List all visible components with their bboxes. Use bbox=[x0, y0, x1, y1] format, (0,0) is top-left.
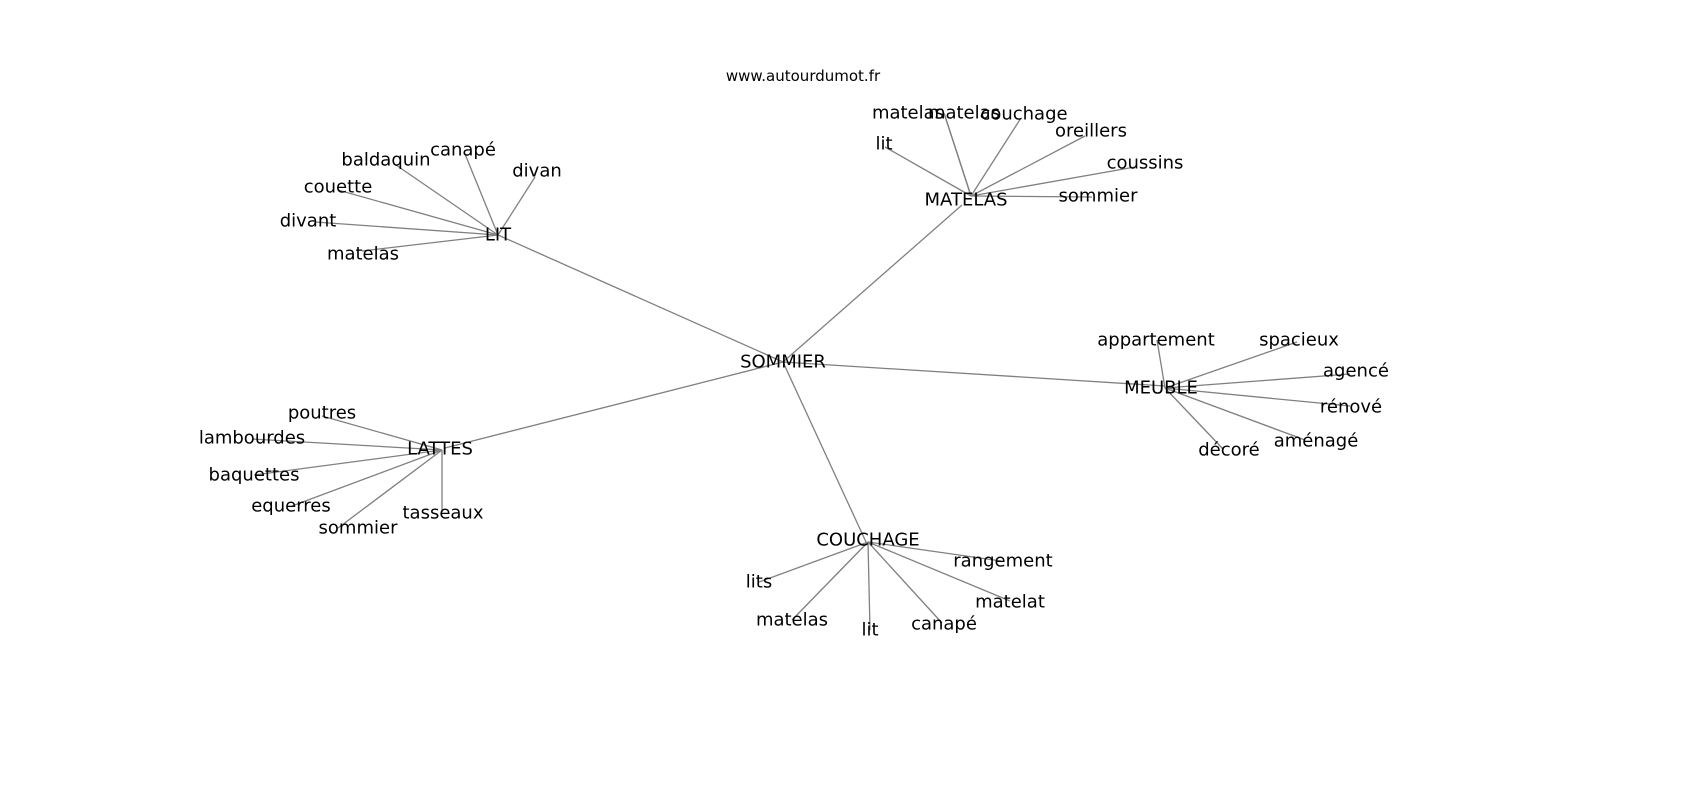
leaf-node: matelas bbox=[928, 103, 1000, 124]
edge-hub-leaf bbox=[1164, 341, 1298, 389]
edge-root-hub bbox=[497, 234, 784, 363]
edge-hub-leaf bbox=[464, 153, 499, 236]
edge-hub-leaf bbox=[970, 166, 1136, 197]
leaf-node: tasseaux bbox=[402, 503, 483, 524]
leaf-node: matelas bbox=[756, 610, 828, 631]
edge-root-hub bbox=[782, 204, 963, 363]
leaf-node: canapé bbox=[430, 140, 496, 161]
leaf-node: couchage bbox=[980, 104, 1067, 125]
edge-hub-leaf bbox=[970, 195, 1093, 198]
leaf-node: canapé bbox=[911, 614, 977, 635]
hub-node: LATTES bbox=[407, 439, 473, 460]
edge-hub-leaf bbox=[314, 221, 499, 236]
leaf-node: couette bbox=[304, 177, 373, 198]
leaf-node: agencé bbox=[1323, 361, 1389, 382]
leaf-node: lambourdes bbox=[199, 428, 305, 449]
leaf-node: matelat bbox=[975, 592, 1045, 613]
edge-hub-leaf bbox=[867, 541, 1002, 562]
edge-hub-leaf bbox=[1164, 387, 1224, 450]
edge-hub-leaf bbox=[337, 449, 443, 529]
edge-hub-leaf bbox=[970, 135, 1086, 197]
leaf-node: lits bbox=[746, 572, 772, 593]
hub-node: COUCHAGE bbox=[816, 530, 919, 551]
edge-hub-leaf bbox=[1164, 387, 1351, 407]
edge-hub-leaf bbox=[395, 164, 499, 236]
edge-hub-leaf bbox=[1156, 339, 1166, 389]
edge-hub-leaf bbox=[251, 438, 443, 451]
leaf-node: divan bbox=[512, 161, 562, 182]
leaf-node: appartement bbox=[1097, 330, 1215, 351]
leaf-node: baquettes bbox=[209, 465, 300, 486]
edge-hub-leaf bbox=[867, 541, 871, 631]
edge-hub-leaf bbox=[867, 541, 943, 624]
leaf-node: sommier bbox=[1059, 186, 1139, 207]
edge-hub-leaf bbox=[791, 541, 869, 621]
edge-hub-leaf bbox=[361, 234, 499, 252]
edge-root-hub bbox=[444, 361, 784, 449]
leaf-node: sommier bbox=[319, 518, 399, 539]
edge-hub-leaf bbox=[337, 189, 499, 236]
edge-hub-leaf bbox=[758, 541, 869, 583]
leaf-node: poutres bbox=[288, 403, 356, 424]
hub-node: LIT bbox=[485, 225, 512, 246]
leaf-node: oreillers bbox=[1055, 121, 1127, 142]
edge-hub-leaf bbox=[1164, 373, 1351, 389]
hub-node: MEUBLE bbox=[1124, 378, 1198, 399]
leaf-node: rangement bbox=[953, 551, 1052, 572]
hub-node: MATELAS bbox=[925, 190, 1008, 211]
leaf-node: equerres bbox=[251, 496, 331, 517]
leaf-node: divant bbox=[280, 211, 337, 232]
edge-hub-leaf bbox=[497, 176, 536, 236]
edge-hub-leaf bbox=[291, 449, 443, 507]
leaf-node: coussins bbox=[1107, 153, 1184, 174]
leaf-node: lit bbox=[861, 620, 878, 641]
edge-hub-leaf bbox=[884, 146, 972, 197]
leaf-node: spacieux bbox=[1259, 330, 1339, 351]
site-title: www.autourdumot.fr bbox=[726, 67, 881, 85]
edge-hub-leaf bbox=[943, 112, 972, 197]
edge-hub-leaf bbox=[970, 117, 1022, 197]
leaf-node: matelas bbox=[872, 103, 944, 124]
edge-hub-leaf bbox=[253, 449, 443, 476]
edge-hub-leaf bbox=[1164, 387, 1306, 441]
leaf-node: lit bbox=[875, 134, 892, 155]
edge-root-hub bbox=[782, 361, 1166, 387]
edge-hub-leaf bbox=[867, 541, 1011, 602]
edges bbox=[251, 112, 1351, 631]
leaf-node: baldaquin bbox=[341, 150, 430, 171]
edge-hub-leaf bbox=[321, 415, 443, 451]
leaf-node: rénové bbox=[1320, 397, 1382, 418]
leaf-node: décoré bbox=[1198, 440, 1260, 461]
leaf-node: aménagé bbox=[1274, 431, 1359, 452]
edge-root-hub bbox=[782, 361, 867, 543]
root-node: SOMMIER bbox=[740, 352, 826, 373]
leaf-node: matelas bbox=[327, 244, 399, 265]
